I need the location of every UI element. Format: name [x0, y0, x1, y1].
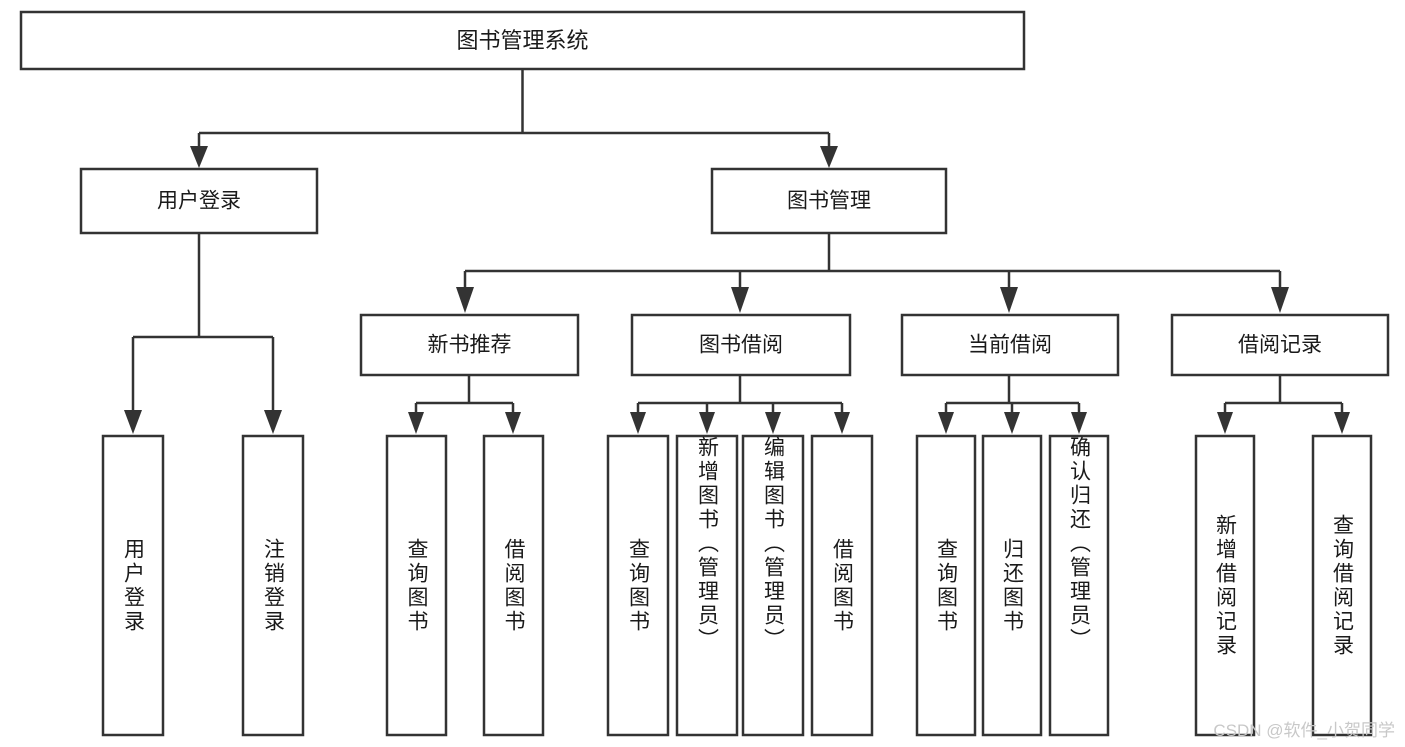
watermark-text: CSDN @软件_小贺同学	[1213, 721, 1395, 740]
leaf-box-edit-book[interactable]	[741, 434, 805, 737]
connector-group-root	[190, 69, 838, 168]
arrow-head-leaf-edit-book	[765, 412, 781, 434]
node-root-box[interactable]	[19, 10, 1026, 71]
leaf-box-add-record[interactable]	[1194, 434, 1256, 737]
node-book-borrow-box[interactable]	[630, 313, 852, 377]
node-user-login-box[interactable]	[79, 167, 319, 235]
arrow-head-leaf-borrow-book-2	[834, 412, 850, 434]
connector-group-book-borrow	[630, 375, 850, 434]
node-book-manage-label: 图书管理	[787, 190, 871, 213]
leaf-box-query-record[interactable]	[1311, 434, 1373, 737]
node-new-book-recommend-box[interactable]	[359, 313, 580, 377]
node-book-borrow-label: 图书借阅	[699, 334, 783, 357]
connector-group-current-borrow	[938, 375, 1087, 434]
leaf-box-query-book-3[interactable]	[915, 434, 977, 737]
leaf-box-return-book[interactable]	[981, 434, 1043, 737]
node-book-manage-box[interactable]	[710, 167, 948, 235]
node-root[interactable]: 图书管理系统	[19, 10, 1026, 71]
node-book-manage[interactable]: 图书管理	[710, 167, 948, 235]
arrow-head-leaf-confirm-return	[1071, 412, 1087, 434]
leaf-boxes	[101, 434, 1373, 737]
leaf-box-user-login[interactable]	[101, 434, 165, 737]
connector-group-new-book-recommend	[408, 375, 521, 434]
leaf-box-query-book-2[interactable]	[606, 434, 670, 737]
arrow-head-book-manage	[820, 146, 838, 168]
node-book-borrow[interactable]: 图书借阅	[630, 313, 852, 377]
node-root-label: 图书管理系统	[456, 28, 588, 53]
node-new-book-recommend[interactable]: 新书推荐	[359, 313, 580, 377]
arrow-head-leaf-user-login	[124, 410, 142, 434]
arrow-head-user-login	[190, 146, 208, 168]
arrow-head-leaf-borrow-book-1	[505, 412, 521, 434]
leaf-box-add-book[interactable]	[675, 434, 739, 737]
connector-group-user-login	[124, 233, 282, 434]
node-new-book-recommend-label: 新书推荐	[428, 334, 512, 357]
arrow-head-leaf-add-record	[1217, 412, 1233, 434]
arrow-head-book-borrow	[731, 287, 749, 313]
arrow-head-leaf-return-book	[1004, 412, 1020, 434]
node-user-login-label: 用户登录	[157, 190, 241, 213]
arrow-head-leaf-query-book-2	[630, 412, 646, 434]
node-user-login[interactable]: 用户登录	[79, 167, 319, 235]
node-borrow-record-box[interactable]	[1170, 313, 1390, 377]
arrow-head-leaf-query-book-3	[938, 412, 954, 434]
arrow-head-leaf-query-record	[1334, 412, 1350, 434]
arrow-head-current-borrow	[1000, 287, 1018, 313]
leaf-box-borrow-book-2[interactable]	[810, 434, 874, 737]
connector-group-book-manage	[456, 233, 1289, 313]
node-borrow-record[interactable]: 借阅记录	[1170, 313, 1390, 377]
arrow-head-leaf-query-book-1	[408, 412, 424, 434]
leaf-box-borrow-book-1[interactable]	[482, 434, 545, 737]
arrow-head-new-book-recommend	[456, 287, 474, 313]
connector-group-borrow-record	[1217, 375, 1350, 434]
node-current-borrow-box[interactable]	[900, 313, 1120, 377]
node-current-borrow[interactable]: 当前借阅	[900, 313, 1120, 377]
node-current-borrow-label: 当前借阅	[968, 334, 1052, 357]
arrow-head-leaf-user-logout	[264, 410, 282, 434]
arrow-head-borrow-record	[1271, 287, 1289, 313]
leaf-box-confirm-return[interactable]	[1048, 434, 1110, 737]
node-borrow-record-label: 借阅记录	[1238, 334, 1322, 357]
arrow-head-leaf-add-book	[699, 412, 715, 434]
leaf-box-user-logout[interactable]	[241, 434, 305, 737]
leaf-box-query-book-1[interactable]	[385, 434, 448, 737]
